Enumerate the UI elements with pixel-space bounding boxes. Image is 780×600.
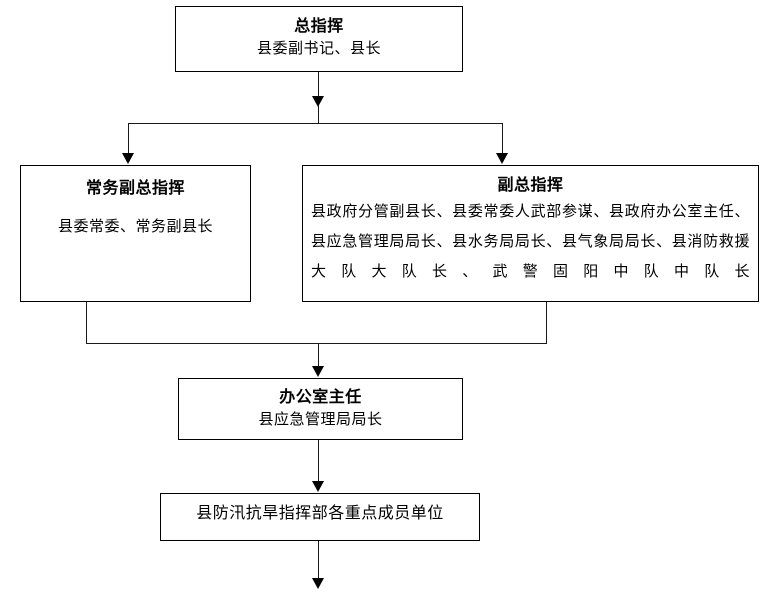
node-member-units[interactable]: 县防汛抗旱指挥部各重点成员单位	[160, 493, 480, 541]
node-deputy-commanders-title: 副总指挥	[497, 175, 564, 194]
connector-split-to-deputies	[502, 123, 503, 157]
node-executive-deputy-commander-title: 常务副总指挥	[85, 178, 185, 197]
connector-deputies-down	[546, 302, 547, 344]
node-deputy-commanders-subtitle: 县政府分管副县长、县委常委人武部参谋、县政府办公室主任、县应急管理局局长、县水务…	[311, 202, 750, 281]
node-office-director-title: 办公室主任	[279, 387, 362, 406]
node-commander-title: 总指挥	[294, 16, 344, 35]
connector-split-to-exec-deputy	[128, 123, 129, 157]
node-office-director-subtitle: 县应急管理局局长	[258, 410, 383, 429]
node-deputy-commanders[interactable]: 副总指挥 县政府分管副县长、县委常委人武部参谋、县政府办公室主任、县应急管理局局…	[302, 165, 759, 302]
node-member-units-label: 县防汛抗旱指挥部各重点成员单位	[196, 503, 444, 522]
arrowhead-member-units-outflow-down	[312, 578, 324, 589]
connector-commander-stem	[318, 72, 319, 105]
connector-merge-bar	[86, 343, 547, 344]
arrowhead-deputies-down	[496, 153, 508, 164]
connector-exec-deputy-down	[86, 302, 87, 344]
connector-split-bar	[128, 123, 503, 124]
arrowhead-member-units-down	[312, 481, 324, 492]
arrowhead-exec-deputy-down	[122, 153, 134, 164]
connector-office-director-to-member-units	[318, 440, 319, 486]
node-office-director[interactable]: 办公室主任 县应急管理局局长	[178, 378, 463, 440]
arrowhead-commander-down	[312, 96, 324, 107]
connector-split-bar-drop-center	[318, 105, 319, 123]
connector-merge-to-office-director	[318, 343, 319, 371]
node-executive-deputy-commander[interactable]: 常务副总指挥 县委常委、常务副县长	[20, 165, 251, 302]
arrowhead-office-director-down	[312, 366, 324, 377]
node-commander-subtitle: 县委副书记、县长	[256, 39, 381, 58]
connector-member-units-outflow	[318, 541, 319, 584]
node-executive-deputy-commander-subtitle: 县委常委、常务副县长	[57, 217, 213, 236]
node-commander[interactable]: 总指挥 县委副书记、县长	[175, 6, 463, 72]
